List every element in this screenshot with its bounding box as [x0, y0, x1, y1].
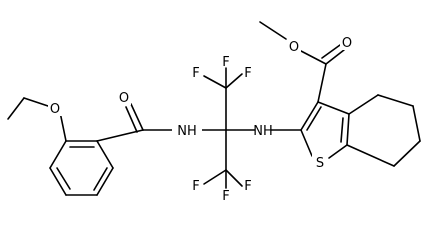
svg-text:S: S [316, 156, 324, 171]
fluorine-label-top-left: F [192, 66, 199, 81]
bond-lines [7, 21, 421, 196]
fluorine-label-top-right: F [244, 66, 251, 81]
ester-carbonyl-oxygen-label: O [340, 34, 354, 51]
fluorine-label-bottom-right: F [244, 179, 251, 194]
fluorine-label-bottom-left: F [192, 179, 199, 194]
svg-text:NH: NH [177, 124, 197, 139]
svg-text:F: F [192, 66, 199, 81]
svg-text:F: F [244, 66, 251, 81]
thiophene-sulfur-label: S [312, 154, 328, 171]
svg-text:NH: NH [253, 124, 273, 139]
svg-text:O: O [50, 102, 60, 117]
svg-text:O: O [119, 91, 129, 106]
svg-text:F: F [222, 55, 229, 70]
amine-nitrogen-label: NH [253, 122, 273, 139]
fluorine-label-top-lower: F [222, 55, 229, 70]
atom-labels: O O O O NH NH S F F [48, 34, 354, 204]
svg-text:F: F [192, 179, 199, 194]
svg-text:O: O [289, 40, 299, 55]
ethoxy-oxygen-label: O [48, 100, 62, 117]
amide-nitrogen-label: NH [172, 122, 202, 139]
amide-oxygen-label: O [117, 89, 131, 106]
ester-methoxy-oxygen-label: O [287, 38, 301, 55]
svg-text:F: F [222, 189, 229, 204]
svg-text:O: O [342, 36, 352, 51]
fluorine-label-bottom-upper: F [222, 189, 229, 204]
svg-text:F: F [244, 179, 251, 194]
